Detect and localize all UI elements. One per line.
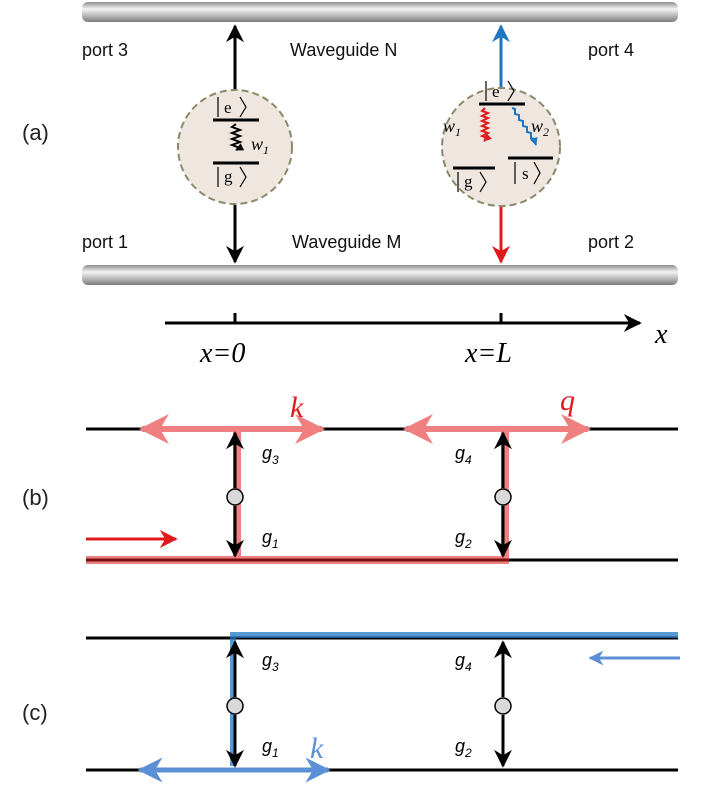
panel-b-g1-label: g1 [262, 527, 279, 551]
port-1-label: port 1 [82, 232, 128, 252]
panel-c: (c) k g3 g4 g1 g2 [22, 632, 680, 783]
position-x0-label: x=0 [199, 338, 245, 369]
panel-b-g2-label: g2 [455, 527, 472, 551]
port-3-label: port 3 [82, 40, 128, 60]
panel-b-k-label: k [290, 391, 304, 424]
atom1-ground-ket: g [217, 166, 247, 188]
panel-c-atom1 [226, 697, 244, 715]
atom2-ground-ket: g [457, 171, 487, 193]
panel-c-atom2 [494, 697, 512, 715]
panel-b-atom2 [494, 488, 512, 506]
waveguide-m-tube [82, 265, 678, 285]
panel-c-label: (c) [22, 700, 48, 725]
atom1-transition-wave [229, 123, 245, 151]
panel-c-blue-path [230, 632, 678, 766]
atom1-frequency-label: w1 [251, 134, 269, 157]
panel-b-atom1 [226, 488, 244, 506]
position-xL-label: x=L [464, 338, 512, 369]
waveguide-n-label: Waveguide N [290, 40, 397, 60]
port-4-label: port 4 [588, 40, 634, 60]
atom2-side-symbol: s [522, 164, 529, 183]
panel-b-red-path [86, 431, 509, 564]
panel-b-g4-label: g4 [455, 443, 472, 467]
waveguide-m-label: Waveguide M [292, 232, 401, 252]
panel-c-g2-label: g2 [455, 736, 472, 760]
atom2-circle [441, 87, 561, 207]
atom2-frequency1-label: w1 [443, 116, 461, 139]
atom2-frequency2-label: w2 [531, 116, 549, 139]
atom2-excited-ket: e [485, 80, 515, 102]
atom1-excited-ket: e [217, 96, 247, 118]
panel-c-k-label: k [310, 732, 324, 765]
panel-a: (a) port 3 port 4 port 1 port 2 Waveguid… [22, 2, 678, 369]
atom2-excited-symbol: e [492, 82, 500, 101]
atom2-ground-symbol: g [464, 172, 473, 191]
panel-b-label: (b) [22, 485, 49, 510]
atom2-red-transition [479, 107, 492, 142]
panel-c-g1-label: g1 [262, 736, 279, 760]
atom1-ground-symbol: g [224, 167, 233, 186]
atom1-excited-symbol: e [224, 98, 232, 117]
atom2-blue-transition [511, 107, 538, 146]
atom2-side-ket: s [514, 161, 541, 185]
waveguide-n-tube [82, 2, 678, 22]
port-2-label: port 2 [588, 232, 634, 252]
panel-b-q-label: q [560, 384, 575, 417]
panel-c-g4-label: g4 [455, 650, 472, 674]
panel-c-g3-label: g3 [262, 650, 279, 674]
panel-b-g3-label: g3 [262, 443, 279, 467]
panel-a-label: (a) [22, 120, 49, 145]
panel-b: (b) k q g3 g4 g1 g2 [22, 384, 678, 564]
x-axis-variable: x [654, 319, 668, 350]
